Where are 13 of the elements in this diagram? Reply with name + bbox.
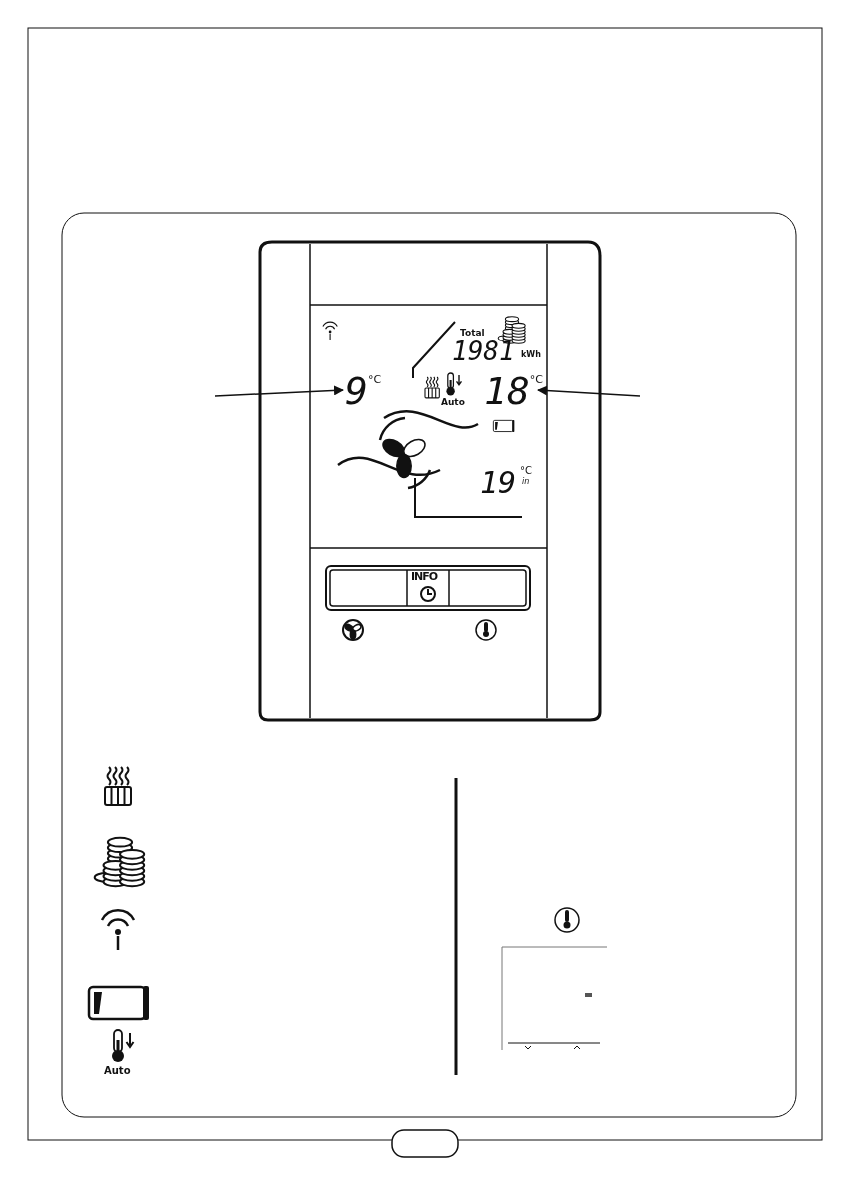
temperature-readout: 18$^{°C}$ — [484, 372, 543, 410]
display-label: °C — [520, 466, 532, 476]
display-label: INFO — [411, 571, 438, 582]
display-label: 1981 — [452, 338, 515, 364]
display-label: Auto — [441, 398, 465, 407]
arrow — [537, 385, 641, 397]
arrow — [214, 385, 344, 397]
display-label: Auto — [104, 1066, 131, 1076]
display-label: 19 — [480, 468, 517, 498]
display-label: kWh — [521, 351, 541, 359]
display-label: in — [522, 478, 530, 486]
temperature-readout: 9$^{°C}$ — [345, 372, 382, 410]
display-label: Total — [460, 329, 485, 338]
